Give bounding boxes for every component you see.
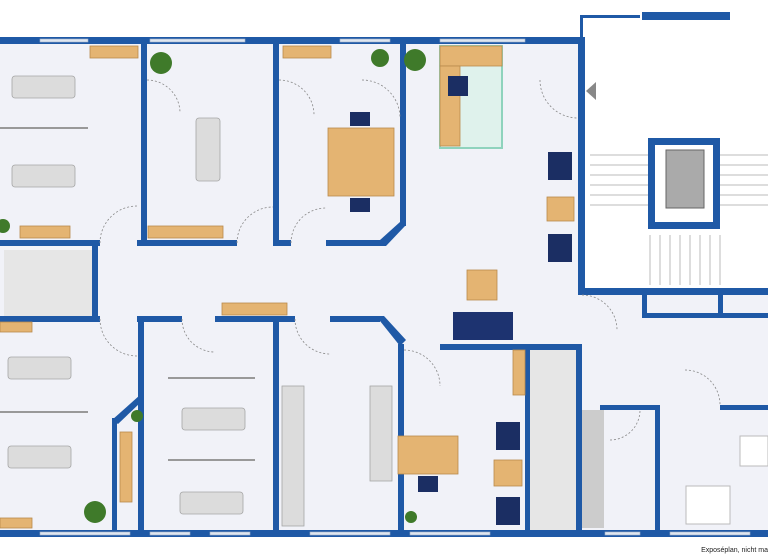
doors [99,79,721,441]
bathroom-tiles [530,348,576,532]
wc-tiles [4,250,92,316]
staircase [590,154,768,285]
massage-table [195,117,221,182]
plan-caption: Exposéplan, nicht ma [701,547,768,554]
windows [39,38,751,536]
desk [397,435,459,475]
elevator [665,149,705,209]
massage-table [7,445,72,469]
sideboard [282,45,332,59]
coffee-table [466,269,498,301]
sofa [453,312,513,340]
massage-table [179,491,244,515]
bench [369,385,393,482]
sideboard [19,225,71,239]
sideboard [147,225,224,239]
kitchenette [582,410,604,528]
massage-table [11,164,76,188]
plant [150,52,172,74]
armchair [548,234,572,262]
entrance-arrow-icon [586,82,596,100]
massage-table [7,356,72,380]
furniture [0,45,768,529]
desk-cluster [327,127,395,197]
massage-table [11,75,76,99]
sideboard [89,45,139,59]
table [685,485,731,525]
floor-right [582,290,768,532]
bench [281,385,305,527]
massage-table [181,407,246,431]
armchair [548,152,572,180]
